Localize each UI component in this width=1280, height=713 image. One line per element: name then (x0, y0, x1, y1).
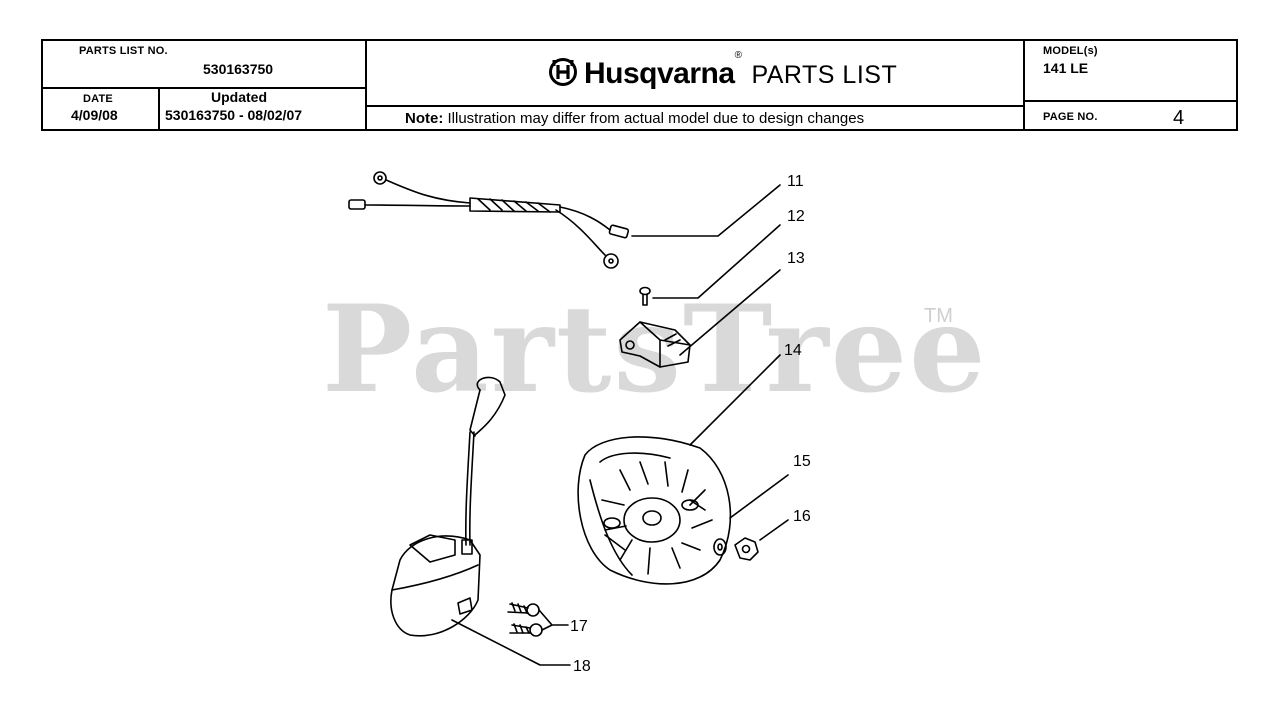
callout-12: 12 (787, 208, 805, 225)
model-value: 141 LE (1043, 60, 1089, 76)
flywheel-part-14 (577, 354, 781, 585)
registered-mark: ® (734, 50, 742, 61)
callout-14: 14 (784, 342, 802, 359)
parts-list-no-label: PARTS LIST NO. (79, 45, 168, 57)
callout-17: 17 (570, 618, 588, 635)
page-number: 4 (1173, 107, 1185, 129)
callout-13: 13 (787, 250, 805, 267)
brand-name: Husqvarna (584, 57, 735, 90)
page-label: PAGE NO. (1043, 111, 1098, 123)
washer-part-15 (713, 474, 789, 556)
callout-18: 18 (573, 658, 591, 675)
callout-15: 15 (793, 453, 811, 470)
parts-list-no: 530163750 (203, 61, 274, 77)
trademark-mark: TM (924, 305, 953, 327)
brand-title: Husqvarna® PARTS LIST (548, 50, 898, 95)
updated-label: Updated (211, 89, 267, 105)
partstree-watermark: PartsTree (322, 279, 988, 420)
wire-harness-part (348, 171, 781, 269)
date-value: 4/09/08 (71, 107, 118, 123)
callout-11: 11 (787, 173, 804, 190)
parts-list-header: PARTS LIST NO. 530163750 DATE 4/09/08 Up… (41, 39, 1238, 131)
note-text: Illustration may differ from actual mode… (447, 110, 865, 127)
ignition-coil-part-18 (390, 376, 571, 666)
updated-value: 530163750 - 08/02/07 (165, 107, 303, 123)
note-label: Note: (405, 110, 444, 127)
screw-part-12 (639, 224, 781, 306)
model-label: MODEL(s) (1043, 45, 1098, 57)
design-note: Note: Illustration may differ from actua… (405, 110, 864, 127)
husqvarna-logo-icon (548, 57, 578, 95)
nut-part-16 (734, 519, 789, 561)
callout-16: 16 (793, 508, 811, 525)
bracket-part-13 (619, 269, 781, 368)
date-label: DATE (83, 93, 113, 105)
coil-screws-part-17 (507, 602, 569, 637)
parts-list-title: PARTS LIST (751, 61, 898, 89)
